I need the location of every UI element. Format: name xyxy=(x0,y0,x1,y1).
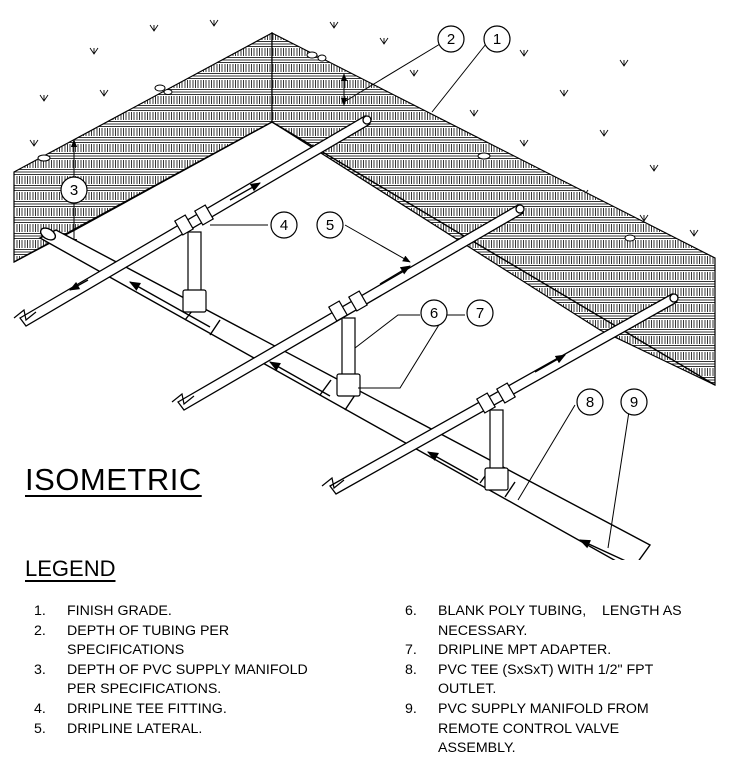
legend-title: LEGEND xyxy=(25,556,116,581)
leader-lines xyxy=(210,43,631,549)
legend-num: 3. xyxy=(34,661,46,678)
callout-2 xyxy=(437,25,465,53)
legend-num: 6. xyxy=(405,603,417,619)
legend-num: 1. xyxy=(34,603,46,619)
callout-label-4: 4 xyxy=(280,217,288,234)
legend-num: 2. xyxy=(34,622,46,639)
callout-7 xyxy=(466,299,494,327)
callout-label-1: 1 xyxy=(493,31,501,48)
break-symbols xyxy=(13,308,345,490)
legend-text: DRIPLINE LATERAL. xyxy=(67,720,203,737)
legend-text: FINISH GRADE. xyxy=(67,603,172,619)
legend-column-right: 6. BLANK POLY TUBING, LENGTH AS NECESSARY… xyxy=(405,602,725,759)
callout-label-8: 8 xyxy=(586,394,594,411)
drawing-title: ISOMETRIC xyxy=(25,462,202,497)
isometric-drawing: 1 2 3 4 5 6 7 8 9 xyxy=(13,19,716,560)
soil-walls xyxy=(13,31,716,386)
callouts xyxy=(60,25,648,416)
legend-item-8: 8. PVC TEE (SxSxT) WITH 1/2" FPT OUTLET. xyxy=(405,661,725,700)
legend-text: DEPTH OF PVC SUPPLY MANIFOLD PER SPECIFI… xyxy=(67,661,308,698)
callout-label-5: 5 xyxy=(326,217,334,234)
risers xyxy=(173,204,517,491)
legend-num: 5. xyxy=(34,720,46,737)
legend-item-7: 7. DRIPLINE MPT ADAPTER. xyxy=(405,641,725,661)
legend-text: PVC SUPPLY MANIFOLD FROM REMOTE CONTROL … xyxy=(438,700,649,757)
callout-9 xyxy=(620,388,648,416)
callout-label-9: 9 xyxy=(630,394,638,411)
legend-text: BLANK POLY TUBING, LENGTH AS NECESSARY. xyxy=(438,603,682,639)
legend-num: 9. xyxy=(405,700,417,717)
legend-item-1: 1. FINISH GRADE. xyxy=(34,602,374,622)
callout-label-7: 7 xyxy=(476,305,484,322)
legend-item-9: 9. PVC SUPPLY MANIFOLD FROM REMOTE CONTRO… xyxy=(405,700,725,759)
legend-item-3: 3. DEPTH OF PVC SUPPLY MANIFOLD PER SPECI… xyxy=(34,661,374,700)
legend-text: DRIPLINE TEE FITTING. xyxy=(67,700,227,717)
legend-item-6: 6. BLANK POLY TUBING, LENGTH AS NECESSARY… xyxy=(405,602,725,641)
callout-6 xyxy=(420,299,448,327)
callout-3 xyxy=(60,176,88,204)
callout-label-3: 3 xyxy=(70,182,78,199)
callout-label-2: 2 xyxy=(447,31,455,48)
legend-text: DEPTH OF TUBING PER SPECIFICATIONS xyxy=(67,622,230,659)
callout-1 xyxy=(483,25,511,53)
callout-label-6: 6 xyxy=(430,305,438,322)
callout-5 xyxy=(316,211,344,239)
legend-item-5: 5. DRIPLINE LATERAL. xyxy=(34,720,374,740)
legend-num: 8. xyxy=(405,661,417,678)
callout-4 xyxy=(270,211,298,239)
legend-item-2: 2. DEPTH OF TUBING PER SPECIFICATIONS xyxy=(34,622,374,661)
legend-text: DRIPLINE MPT ADAPTER. xyxy=(438,642,612,659)
callout-8 xyxy=(576,388,604,416)
legend-num: 7. xyxy=(405,642,417,659)
legend-item-4: 4. DRIPLINE TEE FITTING. xyxy=(34,700,374,720)
legend-column-left: 1. FINISH GRADE. 2. DEPTH OF TUBING PER SP… xyxy=(34,602,374,739)
legend-num: 4. xyxy=(34,700,46,717)
legend-text: PVC TEE (SxSxT) WITH 1/2" FPT OUTLET. xyxy=(438,661,654,698)
